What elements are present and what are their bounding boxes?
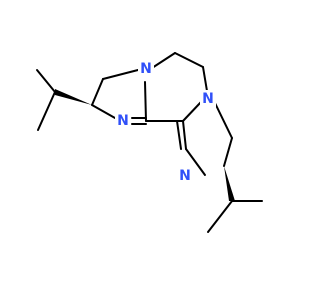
bond <box>213 100 233 139</box>
bond <box>182 101 202 122</box>
atom-bg <box>138 60 154 78</box>
bond <box>182 120 187 150</box>
atom-bg <box>177 167 193 185</box>
molecule-canvas: N N N N <box>36 52 263 233</box>
bond <box>176 120 182 150</box>
bond <box>144 81 147 122</box>
molecule-structure: N N N N <box>36 52 263 233</box>
bond <box>207 200 233 233</box>
bond-group <box>36 52 263 233</box>
nitrogen-atom: N <box>117 113 129 129</box>
bond <box>102 69 139 80</box>
bond <box>151 52 176 69</box>
wedge-group <box>55 89 235 201</box>
nitrogen-atom: N <box>179 168 191 184</box>
bond <box>185 148 206 176</box>
nitrogen-atom: N <box>202 91 214 107</box>
bond <box>36 69 56 93</box>
bond <box>174 52 204 68</box>
atom-bg <box>200 90 216 108</box>
atom-labels: N N N N <box>115 60 216 185</box>
bond <box>223 137 233 167</box>
bond <box>91 78 104 106</box>
wedge-bond-right <box>224 166 235 201</box>
atom-bg <box>115 112 131 130</box>
nitrogen-atom: N <box>140 61 152 77</box>
wedge-bond-left <box>55 89 92 105</box>
bond <box>37 91 56 131</box>
bond <box>91 104 116 119</box>
